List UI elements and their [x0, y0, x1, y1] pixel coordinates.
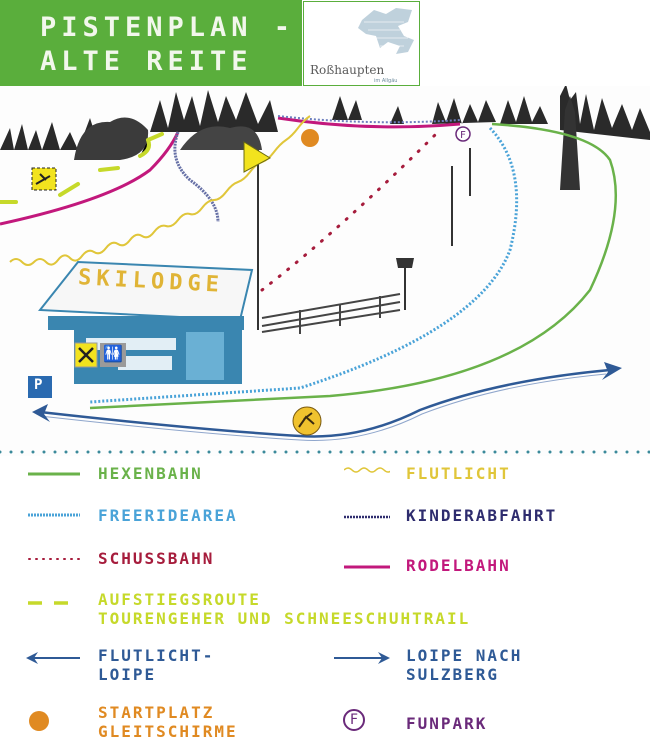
arrow-left-icon — [26, 652, 80, 664]
paraglider-sign-icon — [292, 406, 322, 436]
legend-startplatz: STARTPLATZ GLEITSCHIRME — [98, 703, 238, 741]
legend-flutlicht: FLUTLICHT — [406, 464, 511, 483]
legend-label: KINDERABFAHRT — [406, 506, 558, 525]
legend-label: FREERIDEAREA — [98, 506, 238, 525]
legend-schussbahn: SCHUSSBAHN — [98, 549, 214, 568]
legend-label: RODELBAHN — [406, 556, 511, 575]
funpark-symbol: F — [349, 712, 359, 728]
legend-label: FLUTLICHT — [406, 464, 511, 483]
legend-funpark: FUNPARK — [406, 714, 487, 733]
legend-loipe-sulzberg: LOIPE NACH SULZBERG — [406, 646, 522, 684]
flutlicht-wave-icon — [344, 467, 390, 473]
skilodge-building-icon — [38, 260, 254, 384]
legend-label: LOIPE NACH SULZBERG — [406, 646, 523, 684]
title-line-1: PISTENPLAN - — [40, 12, 296, 43]
schussbahn-dots-icon — [28, 558, 80, 560]
kinderabfahrt-line-icon — [344, 515, 390, 519]
legend-freeridearea: FREERIDEAREA — [98, 506, 238, 525]
title-banner: PISTENPLAN - ALTE REITE — [0, 0, 302, 86]
region-map-icon — [358, 8, 414, 54]
legend: HEXENBAHN FLUTLICHT FREERIDEAREA KINDERA… — [0, 456, 650, 748]
legend-hexenbahn: HEXENBAHN — [98, 464, 203, 483]
legend-label: FUNPARK — [406, 714, 488, 733]
logo-name: Roßhaupten — [310, 63, 385, 77]
lift-flag-icon — [243, 141, 272, 173]
aufstieg-dash-icon — [28, 601, 78, 605]
freeride-line-icon — [28, 513, 80, 517]
legend-aufstiegsroute: AUFSTIEGSROUTE TOURENGEHER UND SCHNEESCH… — [98, 590, 470, 628]
rosshaupten-logo: Roßhaupten im Allgäu — [303, 1, 420, 86]
legend-label: STARTPLATZ GLEITSCHIRME — [98, 703, 238, 741]
funpark-circle-icon: F — [343, 709, 365, 731]
legend-kinderabfahrt: KINDERABFAHRT — [406, 506, 557, 525]
logo-subtitle: im Allgäu — [374, 78, 398, 84]
rodelbahn-line-icon — [344, 565, 390, 569]
legend-rodelbahn: RODELBAHN — [406, 556, 511, 575]
parking-label: P — [34, 377, 43, 393]
title-line-2: ALTE REITE — [40, 46, 253, 77]
hexenbahn-line-icon — [28, 472, 80, 476]
svg-text:F: F — [460, 130, 466, 141]
toilet-icon: 🚻 — [103, 344, 123, 363]
legend-label: HEXENBAHN — [98, 464, 203, 483]
arrow-right-icon — [334, 652, 390, 664]
legend-flutlicht-loipe: FLUTLICHT- LOIPE — [98, 646, 214, 684]
legend-label: SCHUSSBAHN — [98, 549, 215, 568]
legend-label: FLUTLICHT- LOIPE — [98, 646, 215, 684]
tree-line-icon — [0, 84, 650, 190]
piste-map: F SKILODGE P 🚻 — [0, 84, 650, 456]
legend-label: AUFSTIEGSROUTE TOURENGEHER UND SCHNEESCH… — [98, 590, 471, 628]
paraglider-start-dot-icon — [29, 711, 49, 731]
map-illustration: F — [0, 84, 650, 456]
